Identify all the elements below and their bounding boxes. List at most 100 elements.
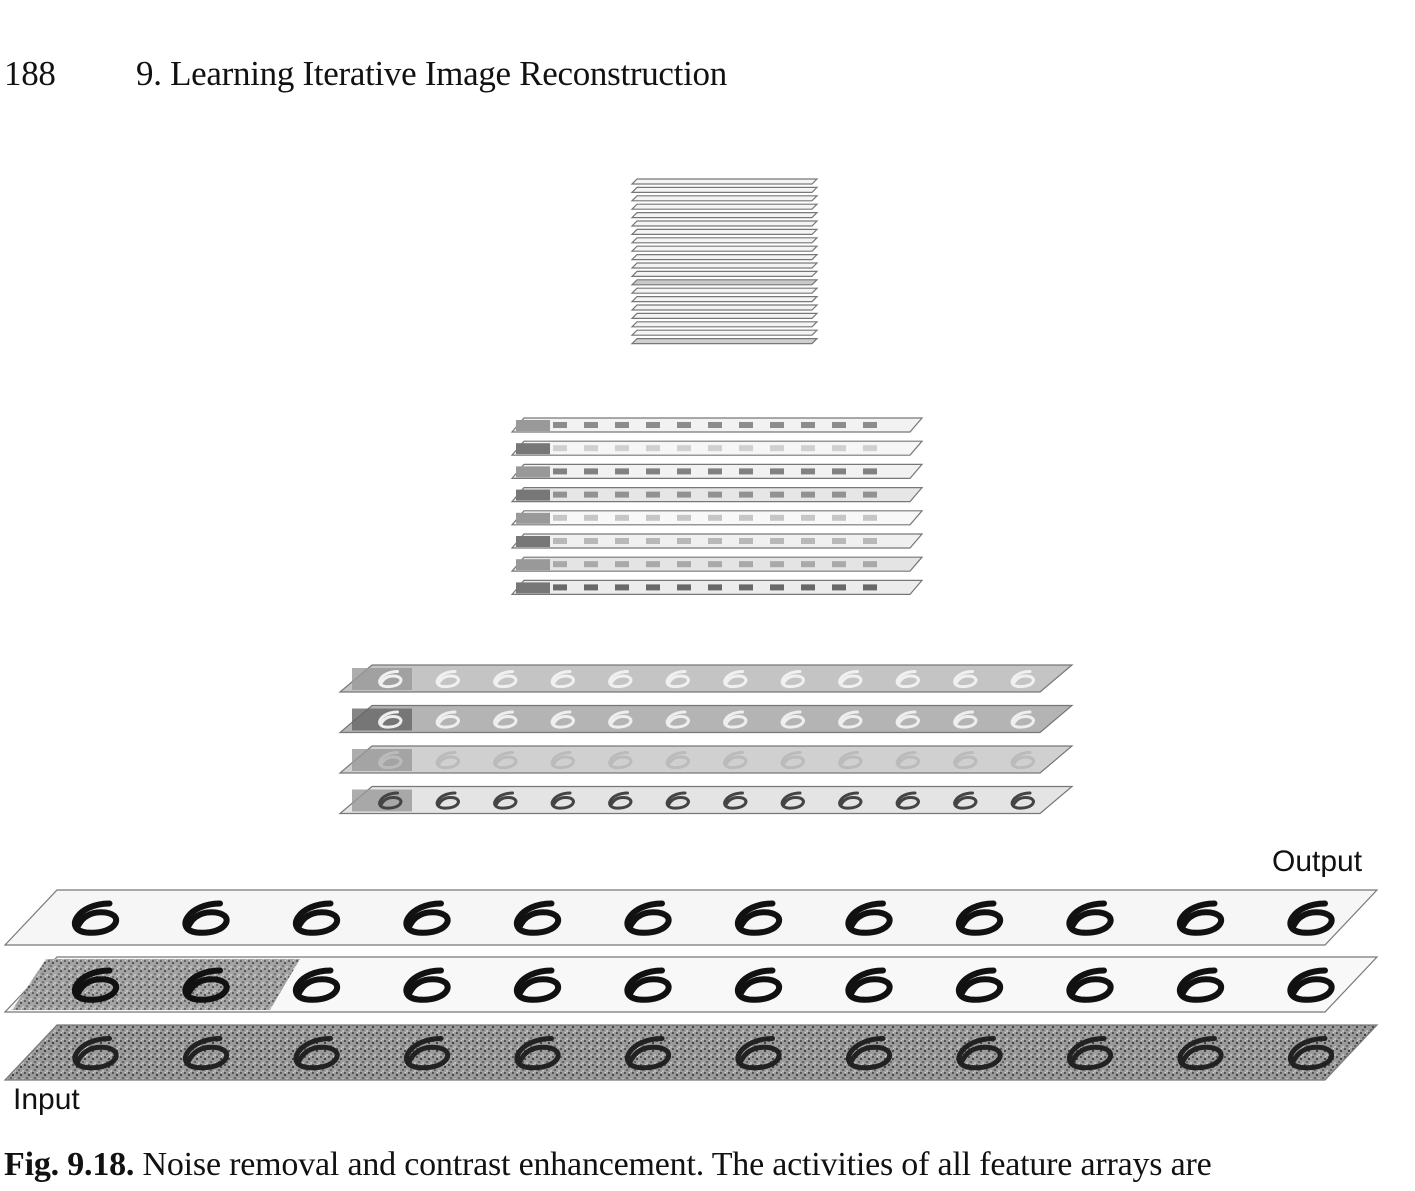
feature-cell <box>615 491 629 498</box>
feature-cell <box>801 538 815 544</box>
digit-mark <box>780 791 805 810</box>
feature-cell <box>708 445 722 452</box>
feature-cell <box>553 584 567 591</box>
feature-cell <box>646 468 660 475</box>
figure-caption: Fig. 9.18. Noise removal and contrast en… <box>4 1146 1384 1184</box>
feature-cell <box>832 538 846 544</box>
feature-cell <box>770 561 784 568</box>
feature-layers <box>338 178 1074 815</box>
feature-cell <box>832 561 846 568</box>
feature-array <box>3 1024 1379 1081</box>
digit-mark <box>435 791 460 810</box>
digit-mark <box>624 967 672 1003</box>
digit-mark <box>435 670 460 689</box>
feature-cell-dark <box>516 466 550 478</box>
digit-mark <box>845 967 893 1003</box>
hidden-layer <box>3 956 1379 1013</box>
feature-cell <box>553 538 567 544</box>
feature-cell <box>832 422 846 428</box>
digit-mark <box>953 791 978 810</box>
feature-cell <box>832 445 846 452</box>
digit-mark <box>293 967 341 1003</box>
digit-mark <box>493 751 518 770</box>
layer-top-arrays <box>630 178 819 345</box>
feature-cell <box>832 491 846 498</box>
digit-mark <box>1066 900 1114 936</box>
feature-cell <box>863 422 877 428</box>
digit-mark <box>72 900 120 936</box>
digit-mark <box>838 710 863 729</box>
feature-cell <box>615 468 629 475</box>
feature-cell <box>615 514 629 521</box>
digit-mark <box>953 710 978 729</box>
digit-mark <box>723 751 748 770</box>
feature-cell <box>863 538 877 544</box>
feature-cell <box>615 538 629 544</box>
feature-array <box>630 212 819 219</box>
feature-cell <box>553 468 567 475</box>
digit-mark <box>956 900 1004 936</box>
page-number: 188 <box>4 54 56 93</box>
feature-cell <box>739 491 753 498</box>
feature-array <box>630 296 819 303</box>
output-layer <box>3 889 1379 946</box>
feature-cell <box>708 468 722 475</box>
digit-mark <box>435 751 460 770</box>
digit-mark <box>723 670 748 689</box>
feature-cell <box>615 584 629 591</box>
digit-mark <box>1010 670 1035 689</box>
digit-mark <box>378 670 403 689</box>
feature-cell <box>863 514 877 521</box>
feature-cell <box>708 491 722 498</box>
feature-cell <box>646 491 660 498</box>
feature-cell <box>615 561 629 568</box>
digit-mark <box>403 900 451 936</box>
feature-array <box>630 312 819 319</box>
feature-array <box>630 287 819 294</box>
feature-array <box>630 270 819 277</box>
feature-cell <box>584 491 598 498</box>
digit-mark <box>780 710 805 729</box>
digit-mark <box>378 791 403 810</box>
feature-cell <box>646 584 660 591</box>
digit-mark <box>735 1036 782 1071</box>
feature-cell <box>615 445 629 452</box>
feature-cell <box>863 445 877 452</box>
feature-cell <box>553 445 567 452</box>
digit-mark <box>1287 967 1335 1003</box>
noise-region <box>12 959 300 1010</box>
feature-cell <box>708 584 722 591</box>
feature-cell <box>584 422 598 428</box>
digit-mark <box>550 710 575 729</box>
feature-cell-dark <box>516 420 550 431</box>
digit-mark <box>378 751 403 770</box>
digit-mark <box>608 751 633 770</box>
digit-mark <box>780 670 805 689</box>
digit-mark <box>293 900 341 936</box>
feature-cell <box>801 561 815 568</box>
feature-array <box>630 279 819 286</box>
feature-array <box>630 338 819 345</box>
feature-cell <box>801 468 815 475</box>
digit-mark <box>293 1036 340 1071</box>
digit-mark <box>1010 791 1035 810</box>
feature-array <box>630 262 819 269</box>
feature-cell <box>677 561 691 568</box>
digit-mark <box>1288 1036 1335 1071</box>
feature-cell <box>739 514 753 521</box>
digit-mark <box>550 670 575 689</box>
feature-cell <box>863 584 877 591</box>
feature-cell <box>801 445 815 452</box>
digit-mark <box>1010 751 1035 770</box>
digit-mark <box>183 1036 230 1071</box>
feature-cell <box>677 445 691 452</box>
layer-2-arrays <box>338 664 1074 815</box>
feature-cell <box>646 538 660 544</box>
digit-mark <box>953 751 978 770</box>
digit-mark <box>514 900 562 936</box>
feature-cell <box>801 514 815 521</box>
feature-cell <box>708 422 722 428</box>
digit-mark <box>838 670 863 689</box>
feature-cell <box>832 514 846 521</box>
